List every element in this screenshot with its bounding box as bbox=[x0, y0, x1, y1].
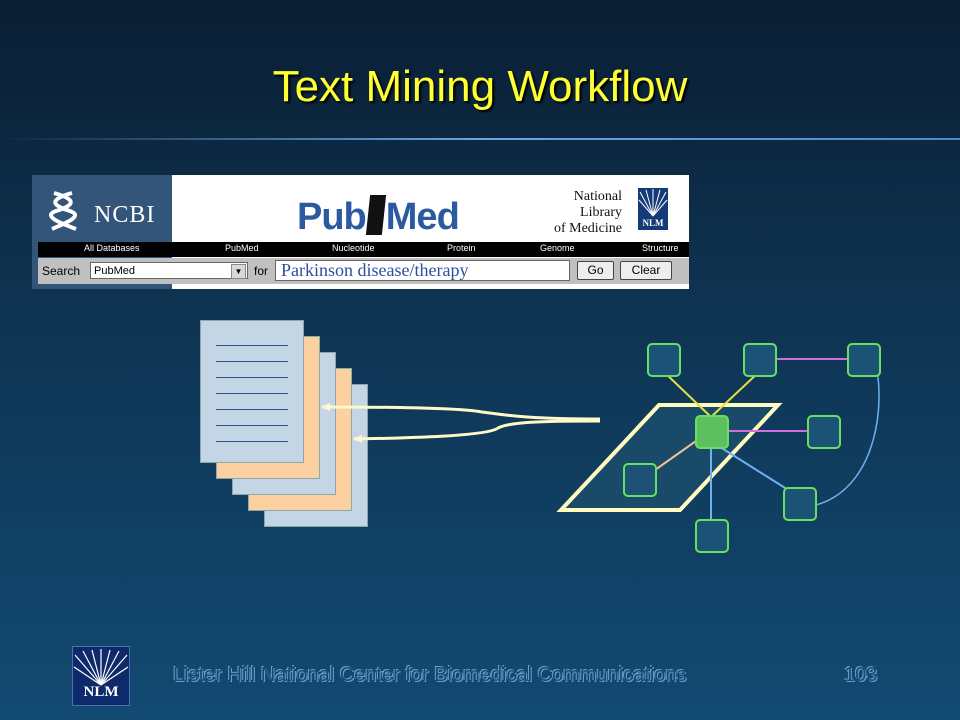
ncbi-label: NCBI bbox=[94, 202, 156, 228]
network-edge bbox=[654, 440, 697, 471]
footer-text: Lister Hill National Center for Biomedic… bbox=[173, 664, 687, 686]
for-label: for bbox=[254, 264, 269, 278]
page-number: 103 bbox=[844, 664, 878, 686]
text-line bbox=[216, 409, 288, 410]
title-divider bbox=[0, 138, 960, 140]
nlm-logo-label: NLM bbox=[83, 684, 119, 700]
text-line bbox=[216, 361, 288, 362]
nlm-sunburst-icon bbox=[73, 649, 129, 686]
text-line bbox=[216, 377, 288, 378]
pubmed-logo-pub: Pub bbox=[297, 196, 367, 238]
slide-title: Text Mining Workflow bbox=[272, 62, 688, 111]
dropdown-arrow-icon[interactable]: ▼ bbox=[231, 264, 246, 279]
text-line bbox=[216, 393, 288, 394]
clear-button[interactable]: Clear bbox=[620, 261, 672, 280]
text-line bbox=[216, 425, 288, 426]
network-edge bbox=[719, 446, 791, 492]
arrow-to-documents bbox=[353, 419, 601, 443]
db-link-nucleotide[interactable]: Nucleotide bbox=[332, 243, 375, 253]
database-bar: All Databases PubMed Nucleotide Protein … bbox=[38, 242, 689, 257]
network-node-hub bbox=[695, 415, 729, 449]
database-select-value: PubMed bbox=[94, 265, 135, 277]
network-node bbox=[695, 519, 729, 553]
network-node bbox=[783, 487, 817, 521]
nlm-line: of Medicine bbox=[553, 221, 622, 236]
nlm-line: National bbox=[573, 189, 622, 204]
text-line bbox=[216, 441, 288, 442]
network-node bbox=[807, 415, 841, 449]
book-spine-icon bbox=[365, 195, 386, 235]
search-input[interactable]: Parkinson disease/therapy bbox=[275, 260, 570, 281]
document-card-front bbox=[200, 320, 304, 463]
pubmed-search-banner: NCBI Pub Med National Library of Medicine… bbox=[32, 175, 689, 289]
nlm-sunburst-icon: NLM bbox=[638, 188, 668, 230]
nlm-line: Library bbox=[580, 205, 622, 220]
dna-helix-icon bbox=[48, 191, 78, 231]
db-link-pubmed[interactable]: PubMed bbox=[225, 243, 259, 253]
search-row: Search PubMed ▼ for Parkinson disease/th… bbox=[38, 258, 689, 284]
nlm-badge-label: NLM bbox=[642, 218, 664, 228]
db-link-structure[interactable]: Structure bbox=[642, 243, 679, 253]
pubmed-logo: Pub Med bbox=[297, 195, 460, 239]
database-select[interactable]: PubMed ▼ bbox=[90, 262, 248, 279]
nlm-logo: NLM bbox=[72, 646, 130, 706]
network-node bbox=[743, 343, 777, 377]
db-link-all[interactable]: All Databases bbox=[84, 243, 140, 253]
network-node bbox=[847, 343, 881, 377]
network-edge bbox=[662, 370, 712, 418]
go-button[interactable]: Go bbox=[577, 261, 614, 280]
network-node bbox=[623, 463, 657, 497]
network-edge bbox=[710, 370, 761, 418]
network-node bbox=[647, 343, 681, 377]
db-link-genome[interactable]: Genome bbox=[540, 243, 575, 253]
network-edge bbox=[815, 369, 880, 506]
search-label: Search bbox=[42, 264, 81, 278]
db-link-protein[interactable]: Protein bbox=[447, 243, 476, 253]
pubmed-logo-med: Med bbox=[385, 196, 460, 238]
nlm-name: National Library of Medicine bbox=[522, 189, 622, 237]
query-plane bbox=[556, 403, 783, 512]
text-line bbox=[216, 345, 288, 346]
